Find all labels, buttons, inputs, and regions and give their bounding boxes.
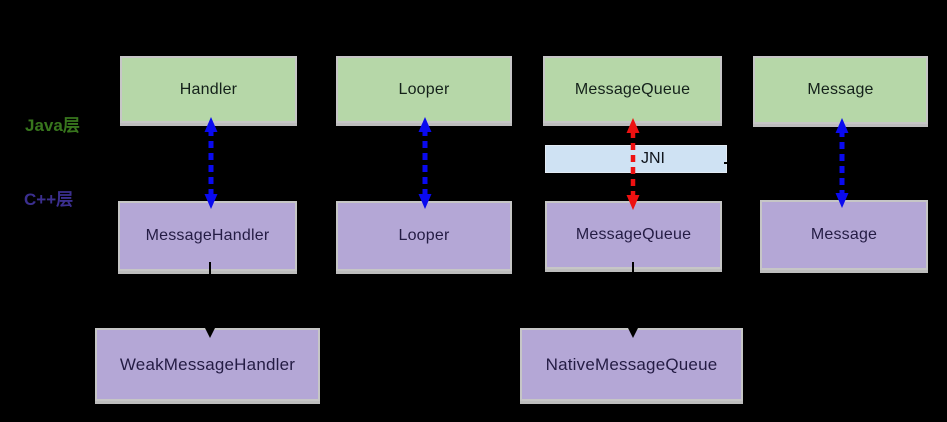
box-looper-native: Looper bbox=[336, 201, 512, 271]
arrow-message-message bbox=[835, 118, 849, 208]
arrow-messagequeue-nativemessagequeue bbox=[628, 262, 638, 338]
jni-label: JNI bbox=[641, 150, 665, 167]
box-messagequeue-java: MessageQueue bbox=[543, 56, 722, 123]
java-layer-label: Java层 bbox=[25, 116, 80, 135]
arrow-handler-messagehandler bbox=[204, 117, 218, 209]
box-message-native: Message bbox=[760, 200, 928, 270]
box-message-java: Message bbox=[753, 56, 928, 124]
arrow-looper-looper bbox=[418, 117, 432, 209]
box-looper-java: Looper bbox=[336, 56, 512, 123]
box-label: WeakMessageHandler bbox=[119, 354, 296, 374]
box-label: Message bbox=[810, 226, 878, 243]
box-messagehandler-native: MessageHandler bbox=[118, 201, 297, 271]
arrow-messagehandler-weakmessagehandler bbox=[205, 262, 215, 338]
box-label: NativeMessageQueue bbox=[545, 354, 718, 374]
box-label: MessageHandler bbox=[145, 227, 270, 244]
box-handler-java: Handler bbox=[120, 56, 297, 123]
box-label: Looper bbox=[398, 227, 450, 244]
box-nativemessagequeue: NativeMessageQueue bbox=[520, 328, 743, 401]
jni-band: JNI bbox=[545, 145, 727, 173]
box-label: MessageQueue bbox=[574, 80, 691, 98]
box-weakmessagehandler: WeakMessageHandler bbox=[95, 328, 320, 401]
cpp-layer-label: C++层 bbox=[24, 190, 74, 209]
box-label: MessageQueue bbox=[575, 226, 692, 243]
box-messagequeue-native: MessageQueue bbox=[545, 201, 722, 269]
box-label: Handler bbox=[179, 80, 238, 98]
box-label: Message bbox=[807, 81, 874, 98]
box-label: Looper bbox=[398, 80, 450, 98]
